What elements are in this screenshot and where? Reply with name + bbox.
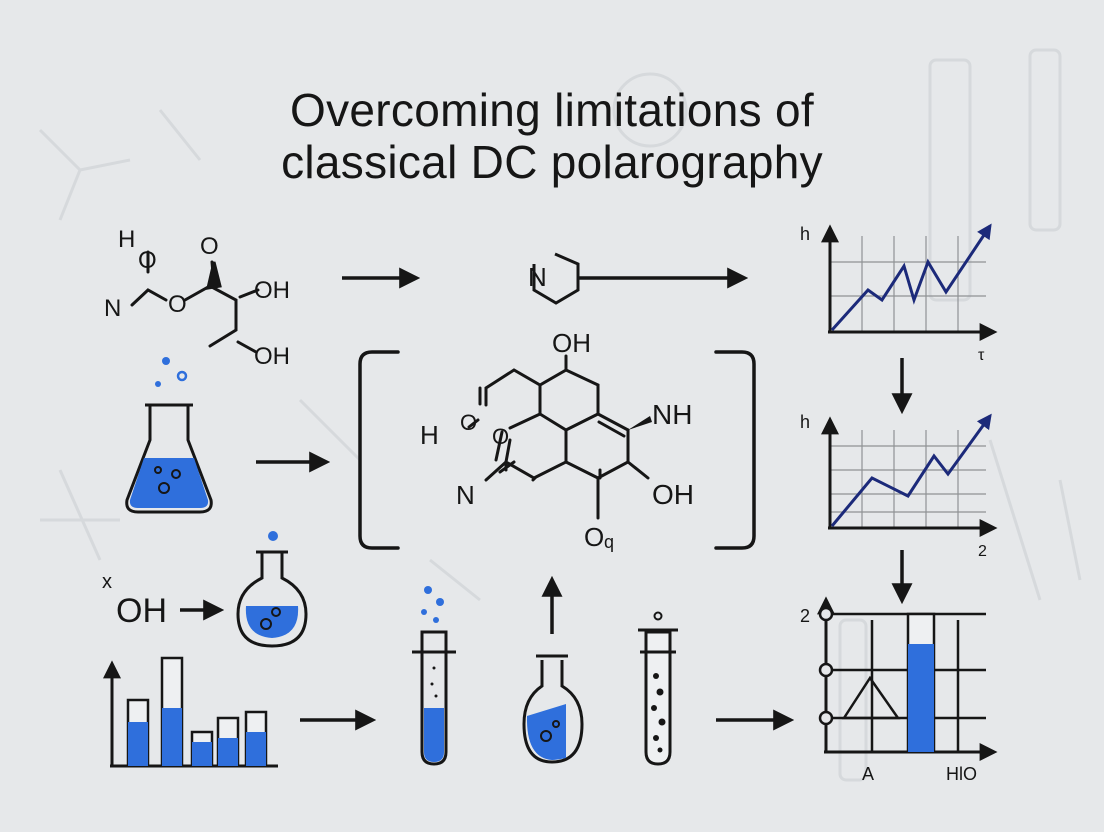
x-axis-label: A <box>862 764 874 784</box>
bar-chart-icon <box>103 656 278 768</box>
atom-label-nh: NH <box>652 399 692 430</box>
atom-label-o: O <box>460 410 477 435</box>
atom-label-o: O <box>200 233 219 260</box>
atom-label-oh: OH <box>552 328 591 358</box>
atom-label-q: q <box>604 532 614 552</box>
line-graph-top: h τ <box>800 223 998 364</box>
round-flask-icon <box>236 531 308 648</box>
bar-graph-bottom: 2 A HlO <box>800 596 998 784</box>
x-axis-label: HlO <box>946 764 977 784</box>
wedge-bond <box>628 416 652 430</box>
conical-flask-icon <box>125 357 213 514</box>
atom-label-o: O <box>492 424 509 449</box>
atom-label-oh: OH <box>254 343 290 370</box>
atom-label-oh: OH <box>254 277 290 304</box>
ring-fragment <box>532 252 580 305</box>
line-graph-middle: h 2 <box>800 412 998 560</box>
y-axis-label: 2 <box>800 606 810 626</box>
central-molecule-labels: OH H O O NH N OH O q <box>420 328 694 552</box>
title-line-2: classical DC polarography <box>281 136 823 188</box>
atom-label-o: O <box>584 522 604 552</box>
atom-label-n: N <box>104 295 121 322</box>
atom-label-n: N <box>528 262 547 292</box>
atom-label-h: H <box>118 226 135 253</box>
bracket-left <box>358 350 400 550</box>
hydroxide-superscript: x <box>102 571 112 593</box>
bracket-right <box>714 350 756 550</box>
central-molecule <box>467 354 650 520</box>
x-axis-label: τ <box>978 347 985 364</box>
atom-label-o: O <box>168 291 187 318</box>
top-left-molecule-labels: H O N O O OH OH <box>104 226 290 370</box>
top-left-molecule <box>130 250 260 354</box>
y-axis-label: h <box>800 412 810 432</box>
test-tube-icon <box>412 586 456 766</box>
hydroxide-label: OH <box>116 592 167 630</box>
test-tube-icon <box>638 611 678 766</box>
diagram-title: Overcoming limitations of classical DC p… <box>0 84 1104 188</box>
round-flask-icon <box>522 654 584 764</box>
title-line-1: Overcoming limitations of <box>290 84 814 136</box>
atom-label-h: H <box>420 420 439 450</box>
atom-label-oh: OH <box>652 479 694 510</box>
x-axis-label: 2 <box>978 543 987 560</box>
atom-label-o: O <box>138 247 157 274</box>
y-axis-label: h <box>800 224 810 244</box>
atom-label-n: N <box>456 480 475 510</box>
